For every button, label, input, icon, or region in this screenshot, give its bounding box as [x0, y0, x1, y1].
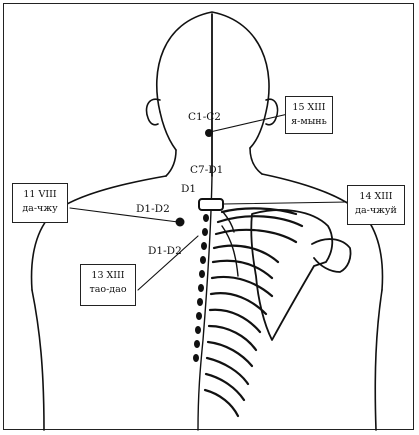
leader-point-14: [223, 202, 348, 204]
callout-point-15: 15 XIII я-мынь: [285, 96, 333, 134]
neck-left: [166, 150, 176, 176]
acupoint-15-dot: [205, 129, 213, 137]
callout-point-11-number: 11 VIII: [16, 188, 64, 202]
callout-point-14-name: да-чжуй: [351, 204, 401, 218]
callout-point-14: 14 XIII да-чжуй: [347, 185, 405, 225]
callout-point-13-name: тао-дао: [84, 283, 132, 297]
callout-point-13: 13 XIII тао-дао: [80, 264, 136, 306]
left-side: [32, 290, 44, 430]
leader-point-15: [210, 114, 288, 132]
callout-point-15-name: я-мынь: [289, 115, 329, 129]
label-d1-d2-lower: D1-D2: [148, 246, 182, 257]
label-d1-d2-upper: D1-D2: [136, 204, 170, 215]
callout-point-15-number: 15 XIII: [289, 101, 329, 115]
acupoint-11-dot: [176, 218, 185, 227]
label-c7-d1: C7-D1: [190, 165, 223, 176]
acromion: [312, 239, 351, 272]
label-d1: D1: [181, 184, 196, 195]
right-side: [375, 290, 382, 430]
callout-point-11: 11 VIII да-чжу: [12, 183, 68, 223]
callout-point-14-number: 14 XIII: [351, 190, 401, 204]
label-c1-c2: C1-C2: [188, 112, 221, 123]
vertebra-d1: [199, 199, 223, 210]
callout-point-11-name: да-чжу: [16, 202, 64, 216]
callout-point-13-number: 13 XIII: [84, 269, 132, 283]
scapula: [251, 210, 332, 340]
neck-right: [250, 148, 262, 174]
